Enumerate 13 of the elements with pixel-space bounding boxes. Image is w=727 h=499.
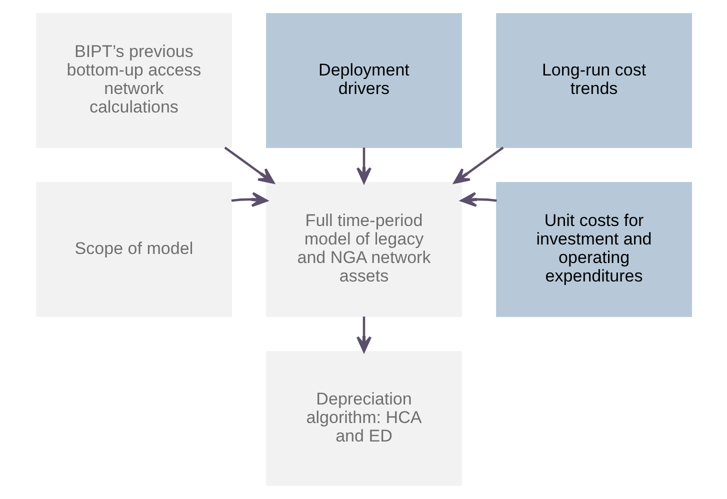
arrow xyxy=(356,148,372,184)
node-box: Depreciation algorithm: HCA and ED xyxy=(266,351,462,486)
node-box: Deployment drivers xyxy=(266,13,462,148)
node-box: Long-run cost trends xyxy=(496,13,692,148)
arrow xyxy=(356,316,372,352)
node-box: Full time-period model of legacy and NGA network assets xyxy=(266,182,462,317)
node-box: Unit costs for investment and operating expenditures xyxy=(496,182,692,317)
arrow xyxy=(224,146,274,184)
arrow xyxy=(453,146,504,184)
node-box: Scope of model xyxy=(35,182,232,317)
arrow xyxy=(460,192,496,207)
arrow xyxy=(230,192,268,207)
node-box: BIPT’s previous bottom-up access network calculations xyxy=(35,13,232,148)
